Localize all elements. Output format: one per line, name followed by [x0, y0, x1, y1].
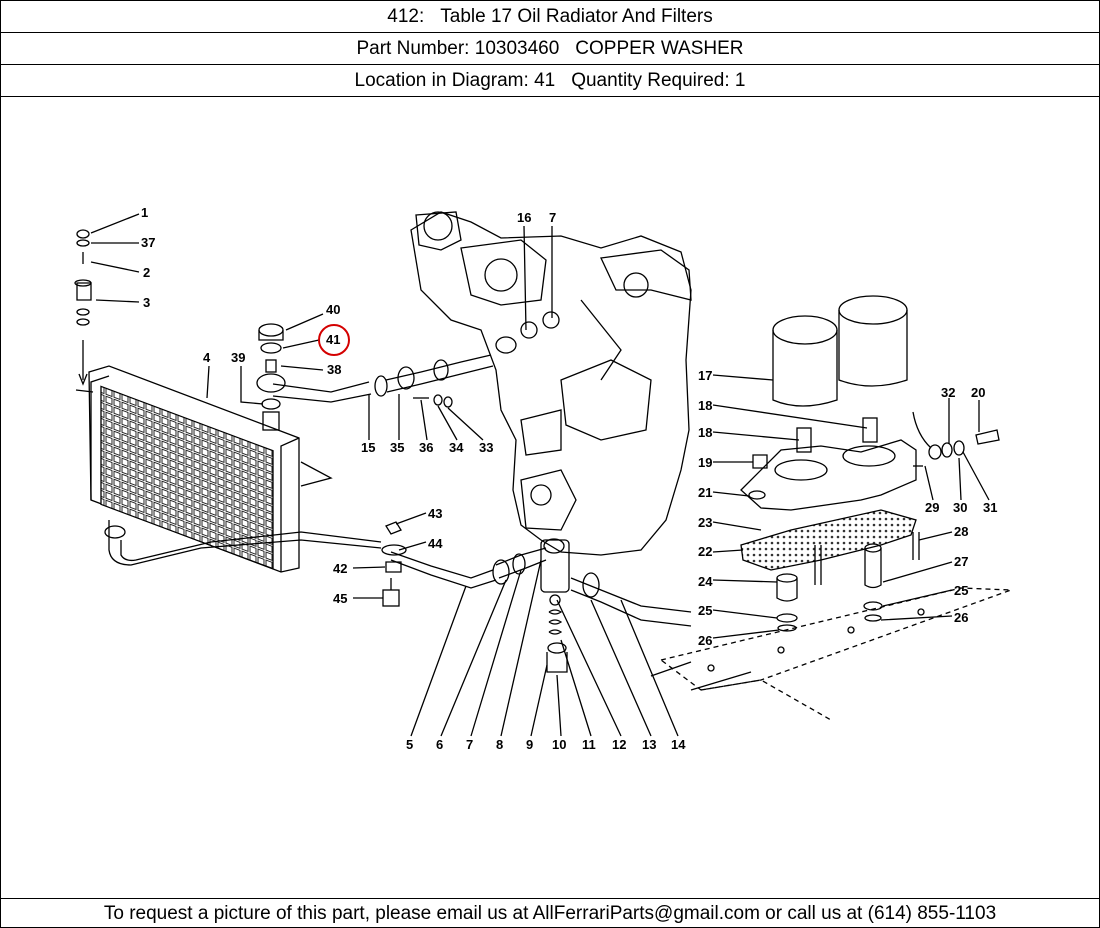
- location-value: 41: [534, 69, 556, 91]
- callout-label: 8: [496, 737, 503, 752]
- callout-label: 1: [141, 205, 148, 220]
- callout-label: 45: [333, 591, 347, 606]
- part-number-value: 10303460: [474, 37, 560, 59]
- callout-label: 19: [698, 455, 712, 470]
- callout-label: 14: [671, 737, 686, 752]
- callout-label: 13: [642, 737, 656, 752]
- callout-label: 27: [954, 554, 968, 569]
- callout-label: 10: [552, 737, 566, 752]
- callout-label: 3: [143, 295, 150, 310]
- callout-label: 32: [941, 385, 955, 400]
- line-art: [74, 211, 1012, 737]
- parts-diagram: 1 37 2 3 40 41 38 4 39 15 35 36 34 33 16…: [1, 97, 1099, 897]
- footer-text: To request a picture of this part, pleas…: [103, 902, 997, 924]
- callout-label: 6: [436, 737, 443, 752]
- callout-label: 37: [141, 235, 155, 250]
- callout-label: 41: [326, 332, 340, 347]
- callout-label: 18: [698, 425, 712, 440]
- callout-label: 31: [983, 500, 997, 515]
- callout-label: 26: [954, 610, 968, 625]
- callout-label: 7: [466, 737, 473, 752]
- callout-label: 29: [925, 500, 939, 515]
- callout-label: 21: [698, 485, 712, 500]
- table-title: Table 17 Oil Radiator And Filters: [440, 5, 713, 27]
- callout-label: 20: [971, 385, 985, 400]
- location-row: Location in Diagram: 41 Quantity Require…: [1, 65, 1099, 97]
- exploded-view-drawing: 1 37 2 3 40 41 38 4 39 15 35 36 34 33 16…: [74, 205, 1012, 752]
- callout-labels: 1 37 2 3 40 41 38 4 39 15 35 36 34 33 16…: [141, 205, 997, 752]
- callout-label: 2: [143, 265, 150, 280]
- callout-label: 30: [953, 500, 967, 515]
- callout-label: 34: [449, 440, 464, 455]
- table-title-row: 412: Table 17 Oil Radiator And Filters: [1, 1, 1099, 33]
- part-number-row: Part Number: 10303460 COPPER WASHER: [1, 33, 1099, 65]
- callout-label: 9: [526, 737, 533, 752]
- part-name: COPPER WASHER: [575, 37, 744, 59]
- callout-label: 16: [517, 210, 531, 225]
- callout-label: 17: [698, 368, 712, 383]
- callout-label: 44: [428, 536, 443, 551]
- callout-label: 25: [698, 603, 712, 618]
- location-label: Location in Diagram:: [354, 69, 529, 91]
- callout-label: 22: [698, 544, 712, 559]
- table-number: 412:: [387, 5, 425, 27]
- callout-label: 24: [698, 574, 713, 589]
- callout-label: 28: [954, 524, 968, 539]
- highlight-circle-41: [318, 324, 350, 356]
- callout-label: 38: [327, 362, 341, 377]
- callout-label: 42: [333, 561, 347, 576]
- callout-label: 25: [954, 583, 968, 598]
- part-number-label: Part Number:: [356, 37, 470, 59]
- callout-label: 40: [326, 302, 340, 317]
- quantity-label: Quantity Required:: [571, 69, 730, 91]
- callout-label: 43: [428, 506, 442, 521]
- callout-label: 5: [406, 737, 413, 752]
- callout-label: 35: [390, 440, 404, 455]
- callout-label: 33: [479, 440, 493, 455]
- callout-label: 23: [698, 515, 712, 530]
- callout-label: 11: [582, 737, 596, 752]
- callout-label: 36: [419, 440, 433, 455]
- callout-label: 4: [203, 350, 211, 365]
- callout-label: 26: [698, 633, 712, 648]
- callout-label: 12: [612, 737, 626, 752]
- callout-label: 7: [549, 210, 556, 225]
- quantity-value: 1: [734, 69, 746, 91]
- contact-footer: To request a picture of this part, pleas…: [1, 898, 1099, 928]
- callout-label: 15: [361, 440, 375, 455]
- callout-label: 18: [698, 398, 712, 413]
- callout-label: 39: [231, 350, 245, 365]
